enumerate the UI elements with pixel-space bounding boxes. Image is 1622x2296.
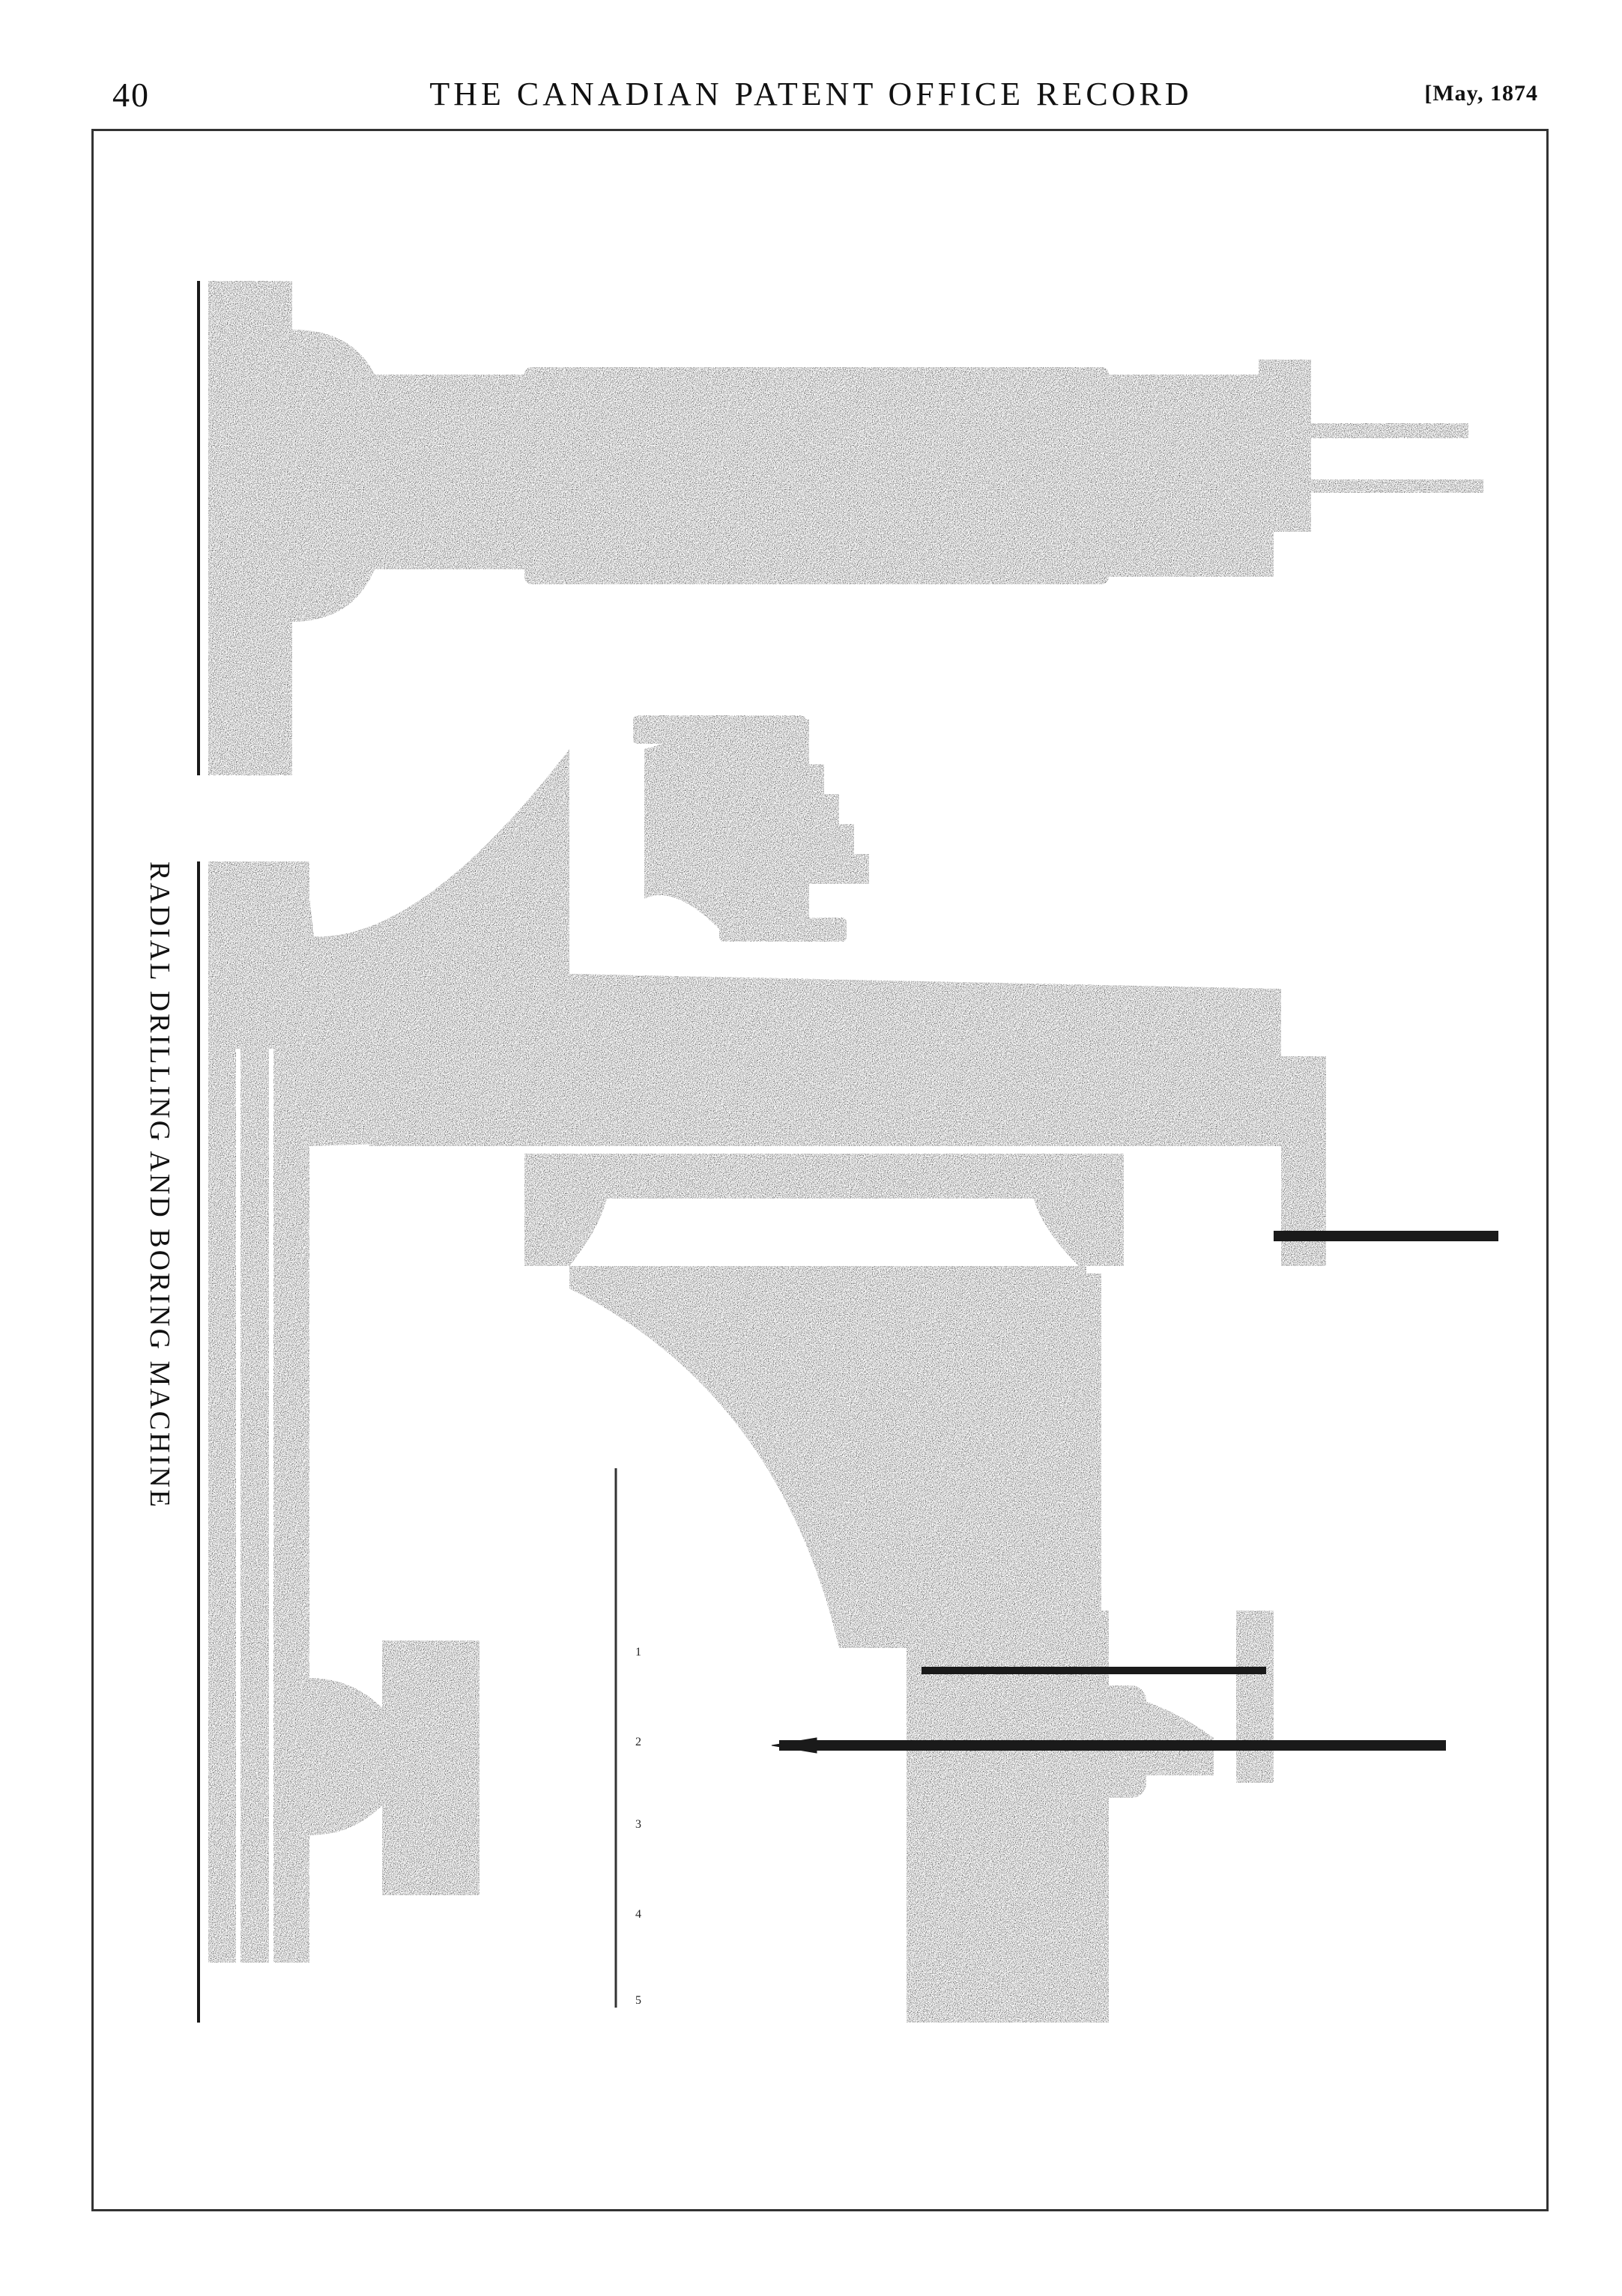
saddle	[524, 1154, 1124, 1266]
spindle-housing	[907, 1611, 1109, 2023]
drill-point	[771, 1737, 817, 1754]
cone-pulley-1	[749, 764, 824, 794]
plate-title: RADIAL DRILLING AND BORING MACHINE	[144, 861, 175, 1509]
top-spindle	[1274, 423, 1468, 438]
right-gear	[1236, 1611, 1274, 1783]
top-arm-bracket	[292, 330, 524, 622]
scale-bar: 1 2 3 4 5	[614, 1468, 641, 2008]
scale-label-2: 2	[635, 1736, 641, 1748]
top-spindle-lower	[1289, 479, 1483, 493]
scale-label-1: 1	[635, 1646, 641, 1659]
top-gear-wheel	[1259, 360, 1311, 532]
cone-pulley-2	[749, 794, 839, 824]
cone-pulley-3	[749, 824, 854, 854]
scale-label-5: 5	[635, 1994, 641, 2007]
plate-frame	[91, 129, 1549, 2211]
top-base-plate	[208, 281, 292, 775]
top-saddle-body	[524, 367, 1109, 584]
scale-label-4: 4	[635, 1908, 641, 1921]
vertical-slide	[907, 1273, 1101, 1648]
drill-arm	[1071, 1685, 1214, 1775]
page-number: 40	[112, 76, 150, 114]
main-base-plate	[208, 861, 309, 1963]
radial-arm	[309, 749, 1281, 1146]
issue-date: [May, 1874	[1424, 81, 1538, 106]
small-table	[382, 1641, 479, 1895]
bevel-gear-bottom	[719, 918, 847, 942]
bevel-gear-top	[633, 715, 805, 744]
top-head	[1071, 375, 1274, 577]
scale-label-3: 3	[635, 1818, 641, 1831]
arm-rail	[369, 1116, 1291, 1146]
publication-title: THE CANADIAN PATENT OFFICE RECORD	[429, 76, 1193, 112]
table-bracket	[309, 1678, 382, 1835]
cone-pulley-4	[749, 854, 869, 884]
